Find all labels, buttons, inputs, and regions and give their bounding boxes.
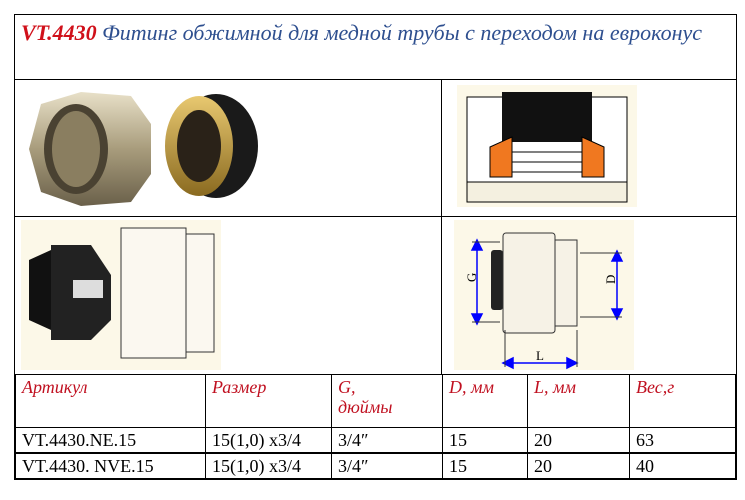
fitting-photo bbox=[29, 92, 258, 206]
g-label: G bbox=[464, 273, 479, 282]
image-row-2: G D L bbox=[15, 217, 736, 375]
header-article: Артикул bbox=[15, 375, 206, 428]
d-label: D bbox=[603, 275, 618, 284]
section-drawing-cell bbox=[442, 80, 736, 216]
cell-size: 15(1,0) x3/4 bbox=[205, 427, 332, 454]
header-d: D, мм bbox=[442, 375, 528, 428]
header-g: G,дюймы bbox=[331, 375, 443, 428]
cell-article: VT.4430.NE.15 bbox=[15, 427, 206, 454]
image-row-1 bbox=[15, 80, 736, 217]
header-l: L, мм bbox=[527, 375, 630, 428]
page-title: VT.4430 Фитинг обжимной для медной трубы… bbox=[15, 15, 736, 80]
table-header: Артикул Размер G,дюймы D, мм L, мм Вес,г bbox=[15, 375, 736, 428]
cell-size: 15(1,0) x3/4 bbox=[205, 452, 332, 479]
cell-l: 20 bbox=[527, 452, 630, 479]
cell-article: VT.4430. NVE.15 bbox=[15, 452, 206, 479]
product-code: VT.4430 bbox=[21, 20, 97, 45]
product-spec-sheet: VT.4430 Фитинг обжимной для медной трубы… bbox=[14, 14, 737, 480]
header-g-line1: G, bbox=[338, 377, 356, 397]
side-view-drawing bbox=[21, 220, 221, 370]
side-view-cell bbox=[15, 217, 442, 374]
cell-d: 15 bbox=[442, 452, 528, 479]
product-name: Фитинг обжимной для медной трубы с перех… bbox=[96, 20, 703, 45]
table-row: VT.4430. NVE.15 15(1,0) x3/4 3/4″ 15 20 … bbox=[15, 452, 736, 479]
dimension-drawing-cell: G D L bbox=[442, 217, 736, 374]
header-weight: Вес,г bbox=[629, 375, 736, 428]
header-g-line2: дюймы bbox=[338, 397, 393, 417]
cell-g: 3/4″ bbox=[331, 452, 443, 479]
cell-d: 15 bbox=[442, 427, 528, 454]
l-label: L bbox=[536, 348, 544, 363]
spec-table: Артикул Размер G,дюймы D, мм L, мм Вес,г… bbox=[15, 375, 736, 479]
section-drawing bbox=[457, 85, 637, 207]
table-row: VT.4430.NE.15 15(1,0) x3/4 3/4″ 15 20 63 bbox=[15, 427, 736, 454]
cell-g: 3/4″ bbox=[331, 427, 443, 454]
cell-weight: 40 bbox=[629, 452, 736, 479]
cell-weight: 63 bbox=[629, 427, 736, 454]
photo-cell bbox=[15, 80, 442, 216]
cell-l: 20 bbox=[527, 427, 630, 454]
header-size: Размер bbox=[205, 375, 332, 428]
dimension-drawing: G D L bbox=[454, 220, 634, 370]
